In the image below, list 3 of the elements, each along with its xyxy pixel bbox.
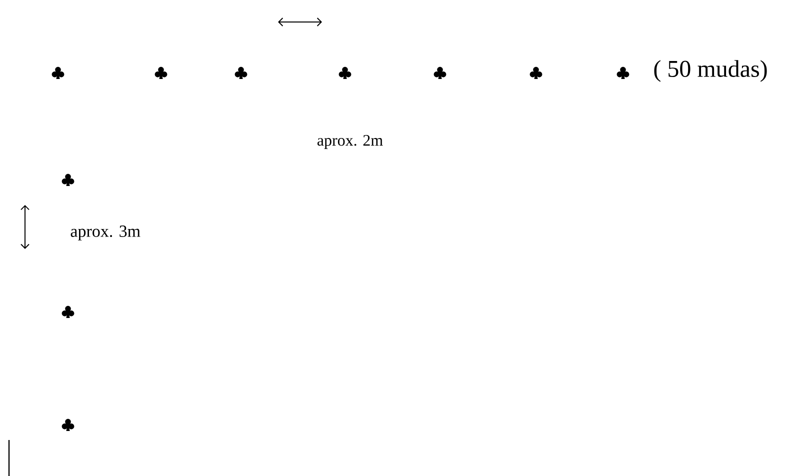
dimension-label: aprox. 3m	[70, 226, 140, 240]
dimension-label: ( 50 mudas)	[654, 60, 767, 82]
dimension-label: aprox. 2m	[317, 135, 383, 149]
